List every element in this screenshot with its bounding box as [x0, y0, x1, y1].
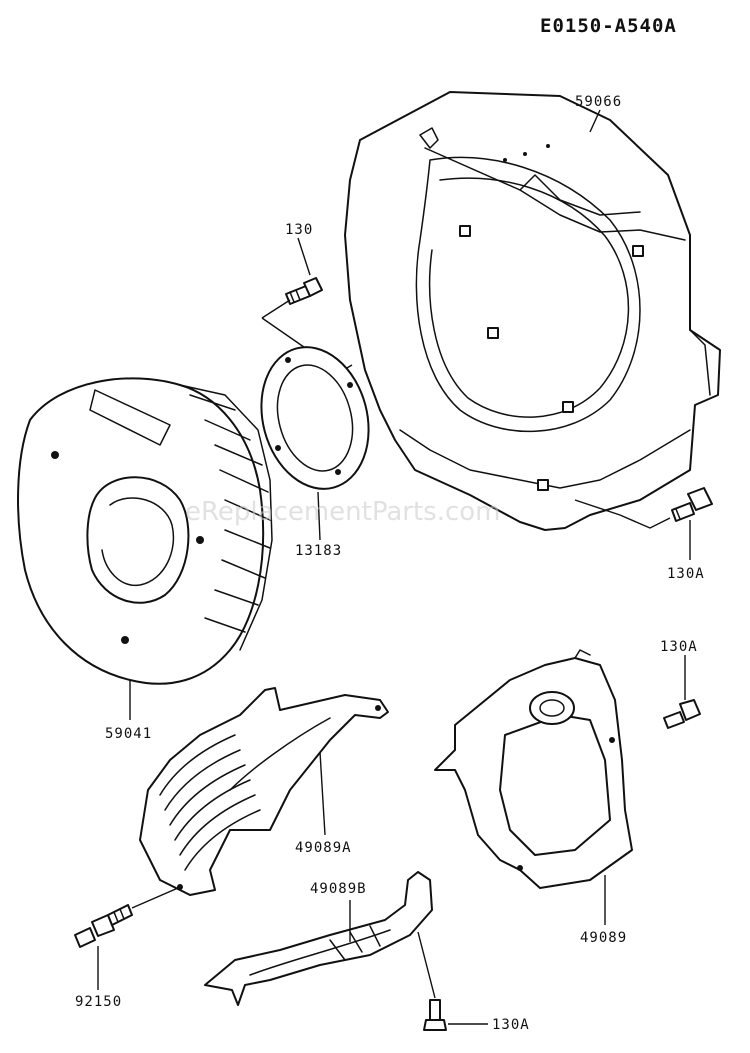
leader-49089a: [319, 751, 326, 836]
label-92150: 92150: [75, 994, 122, 1010]
leader-130-top: [297, 237, 311, 276]
leader-13183: [317, 491, 321, 541]
cover-49089b: [204, 871, 433, 1006]
label-130-top: 130: [285, 222, 313, 238]
label-130a-bottom: 130A: [492, 1017, 530, 1033]
fan-59041: [17, 377, 273, 685]
label-49089b: 49089B: [310, 881, 367, 897]
bolt-130a-bottom: [423, 999, 447, 1031]
gasket-13183: [260, 346, 370, 490]
label-59041: 59041: [105, 726, 152, 742]
label-59066: 59066: [575, 94, 622, 110]
label-49089a: 49089A: [295, 840, 352, 856]
label-130a-right: 130A: [667, 566, 705, 582]
leader-59066: [589, 109, 601, 133]
bolt-130-top: [285, 277, 323, 305]
leader-92150-to-cover: [131, 887, 179, 909]
label-130a-mid: 130A: [660, 639, 698, 655]
leader-130a-right: [574, 499, 671, 529]
leader-130-join: [261, 299, 291, 319]
blower-housing-59066: [344, 91, 721, 531]
label-13183: 13183: [295, 543, 342, 559]
watermark: eReplacementParts.com: [185, 497, 501, 527]
bolt-130a-right: [671, 487, 713, 522]
bolt-130a-mid: [663, 699, 701, 729]
diagram-code: E0150-A540A: [540, 15, 677, 37]
cover-49089a: [139, 687, 389, 896]
label-49089: 49089: [580, 930, 627, 946]
leader-130a-bottom-part: [417, 931, 436, 999]
stud-92150: [74, 904, 133, 948]
baffle-49089: [434, 649, 633, 889]
